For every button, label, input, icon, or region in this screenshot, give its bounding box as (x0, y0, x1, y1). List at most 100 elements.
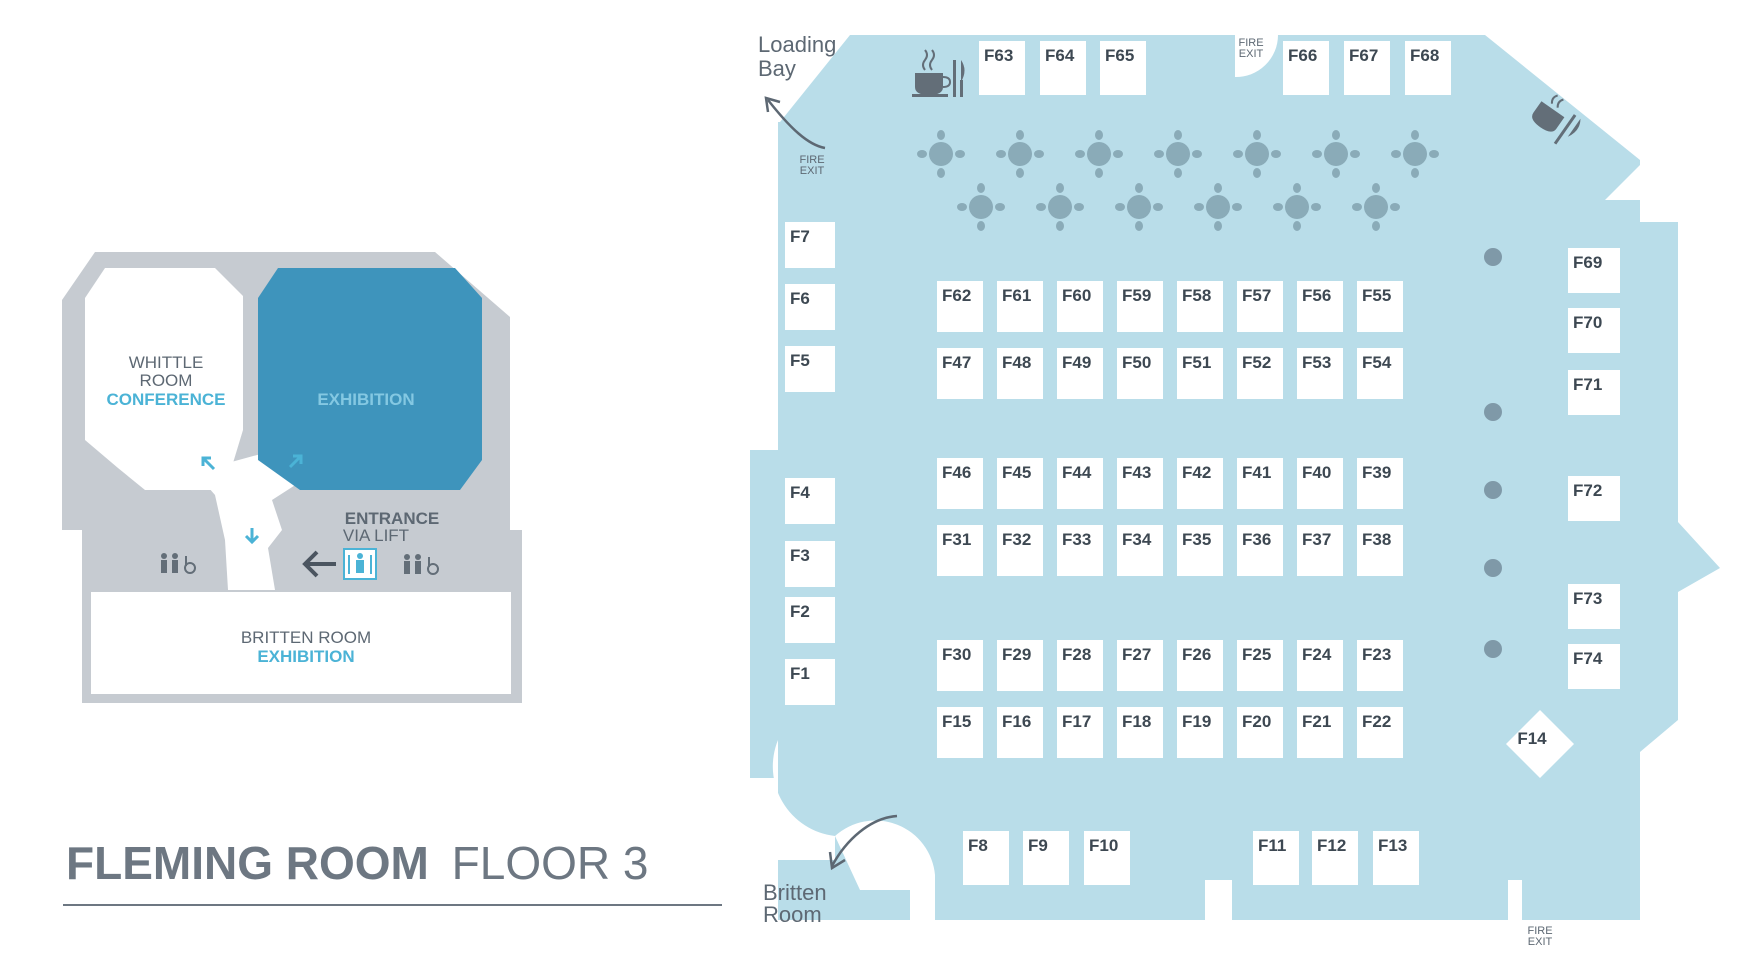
stand-label: F2 (790, 602, 810, 621)
stand-F30[interactable]: F30 (937, 640, 983, 691)
stand-box (997, 458, 1043, 509)
stand-F12[interactable]: F12 (1312, 831, 1358, 885)
stand-F55[interactable]: F55 (1357, 281, 1403, 332)
stand-F53[interactable]: F53 (1297, 348, 1343, 399)
stand-F58[interactable]: F58 (1177, 281, 1223, 332)
stand-F17[interactable]: F17 (1057, 707, 1103, 758)
stand-F40[interactable]: F40 (1297, 458, 1343, 509)
stand-F10[interactable]: F10 (1084, 831, 1130, 885)
exhibition-room[interactable] (258, 268, 482, 490)
stand-F61[interactable]: F61 (997, 281, 1043, 332)
stand-F3[interactable]: F3 (785, 541, 835, 587)
stand-F45[interactable]: F45 (997, 458, 1043, 509)
stand-label: F27 (1122, 645, 1151, 664)
stand-F19[interactable]: F19 (1177, 707, 1223, 758)
stand-F73[interactable]: F73 (1568, 584, 1620, 629)
stand-F47[interactable]: F47 (937, 348, 983, 399)
stand-F25[interactable]: F25 (1237, 640, 1283, 691)
stand-F5[interactable]: F5 (785, 346, 835, 392)
stand-F46[interactable]: F46 (937, 458, 983, 509)
stand-label: F74 (1573, 649, 1603, 668)
stand-F48[interactable]: F48 (997, 348, 1043, 399)
stand-F41[interactable]: F41 (1237, 458, 1283, 509)
stand-F34[interactable]: F34 (1117, 525, 1163, 576)
stand-F36[interactable]: F36 (1237, 525, 1283, 576)
stand-F63[interactable]: F63 (979, 41, 1025, 95)
stand-F24[interactable]: F24 (1297, 640, 1343, 691)
lift-icon (343, 548, 377, 580)
round-table (1154, 130, 1202, 178)
stand-label: F52 (1242, 353, 1271, 372)
stand-F4[interactable]: F4 (785, 478, 835, 524)
stand-F7[interactable]: F7 (785, 222, 835, 268)
stand-F64[interactable]: F64 (1040, 41, 1086, 95)
stand-F26[interactable]: F26 (1177, 640, 1223, 691)
stand-F60[interactable]: F60 (1057, 281, 1103, 332)
stand-F39[interactable]: F39 (1357, 458, 1403, 509)
stand-label: F37 (1302, 530, 1331, 549)
stand-F51[interactable]: F51 (1177, 348, 1223, 399)
stand-F44[interactable]: F44 (1057, 458, 1103, 509)
stand-F43[interactable]: F43 (1117, 458, 1163, 509)
stand-label: F31 (942, 530, 971, 549)
stand-F32[interactable]: F32 (997, 525, 1043, 576)
stand-F65[interactable]: F65 (1100, 41, 1146, 95)
stand-F13[interactable]: F13 (1373, 831, 1419, 885)
stand-F22[interactable]: F22 (1357, 707, 1403, 758)
stand-F1[interactable]: F1 (785, 659, 835, 705)
britten-room[interactable] (91, 592, 511, 694)
stand-F35[interactable]: F35 (1177, 525, 1223, 576)
stand-F70[interactable]: F70 (1568, 308, 1620, 353)
stand-F8[interactable]: F8 (963, 831, 1009, 885)
stand-F29[interactable]: F29 (997, 640, 1043, 691)
stand-F16[interactable]: F16 (997, 707, 1043, 758)
whittle-room[interactable] (85, 268, 243, 490)
stand-box (1357, 458, 1403, 509)
stand-F71[interactable]: F71 (1568, 370, 1620, 415)
stand-F27[interactable]: F27 (1117, 640, 1163, 691)
stand-F74[interactable]: F74 (1568, 644, 1620, 689)
entrance-corridor[interactable] (195, 452, 300, 590)
stand-F37[interactable]: F37 (1297, 525, 1343, 576)
stand-F14[interactable]: F14 (1506, 710, 1574, 778)
stand-F15[interactable]: F15 (937, 707, 983, 758)
stand-F11[interactable]: F11 (1253, 831, 1299, 885)
title-light: FLOOR 3 (452, 837, 649, 889)
chair (977, 183, 985, 193)
stand-F66[interactable]: F66 (1283, 41, 1329, 95)
stand-F28[interactable]: F28 (1057, 640, 1103, 691)
stand-F68[interactable]: F68 (1405, 41, 1451, 95)
stand-F56[interactable]: F56 (1297, 281, 1343, 332)
stand-F33[interactable]: F33 (1057, 525, 1103, 576)
stand-label: F5 (790, 351, 810, 370)
stand-F9[interactable]: F9 (1023, 831, 1069, 885)
stand-F57[interactable]: F57 (1237, 281, 1283, 332)
chair (1372, 183, 1380, 193)
stand-F42[interactable]: F42 (1177, 458, 1223, 509)
toilets-icon (404, 554, 421, 574)
stand-label: F41 (1242, 463, 1271, 482)
stand-F20[interactable]: F20 (1237, 707, 1283, 758)
stand-F59[interactable]: F59 (1117, 281, 1163, 332)
stand-F62[interactable]: F62 (937, 281, 983, 332)
stand-box (785, 478, 835, 524)
stand-F52[interactable]: F52 (1237, 348, 1283, 399)
stand-F18[interactable]: F18 (1117, 707, 1163, 758)
chair (1194, 203, 1204, 211)
stand-F6[interactable]: F6 (785, 284, 835, 330)
stand-F38[interactable]: F38 (1357, 525, 1403, 576)
stand-F2[interactable]: F2 (785, 597, 835, 643)
stand-F49[interactable]: F49 (1057, 348, 1103, 399)
stand-F67[interactable]: F67 (1344, 41, 1390, 95)
stand-F23[interactable]: F23 (1357, 640, 1403, 691)
chair (1214, 183, 1222, 193)
stand-F69[interactable]: F69 (1568, 248, 1620, 293)
stand-F31[interactable]: F31 (937, 525, 983, 576)
stand-label: F28 (1062, 645, 1091, 664)
stand-F72[interactable]: F72 (1568, 476, 1620, 521)
stand-F50[interactable]: F50 (1117, 348, 1163, 399)
stand-F54[interactable]: F54 (1357, 348, 1403, 399)
stand-F21[interactable]: F21 (1297, 707, 1343, 758)
chair (1095, 130, 1103, 140)
